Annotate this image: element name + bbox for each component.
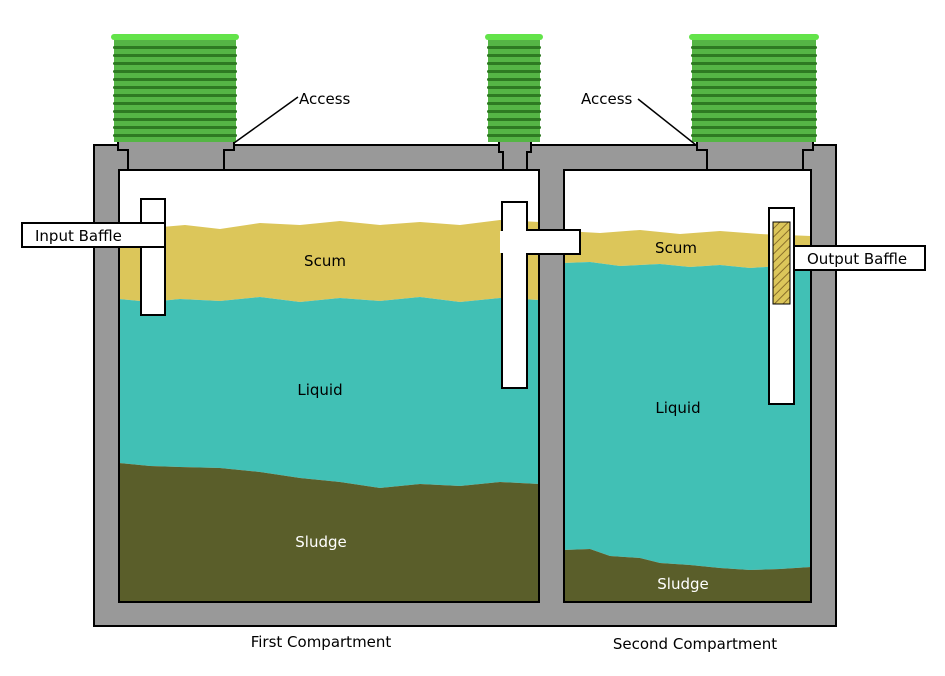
sludge-first-label: Sludge <box>295 533 346 551</box>
riser-rib <box>691 134 817 137</box>
riser-rib <box>113 70 237 73</box>
riser-cap <box>689 34 819 40</box>
riser-rib <box>113 78 237 81</box>
riser-rib <box>691 70 817 73</box>
riser-rib <box>113 46 237 49</box>
riser-rib <box>487 70 541 73</box>
liquid-second-label: Liquid <box>655 399 700 417</box>
riser-rib <box>691 86 817 89</box>
riser-rib <box>113 110 237 113</box>
riser-rib <box>487 118 541 121</box>
riser-rib <box>487 62 541 65</box>
riser-rib <box>113 102 237 105</box>
second-liquid-layer <box>564 262 811 570</box>
access-left-label: Access <box>299 90 351 108</box>
output-baffle-outlet <box>793 245 926 271</box>
liquid-first-label: Liquid <box>297 381 342 399</box>
riser-right <box>689 34 819 142</box>
access-lid-right <box>696 140 814 171</box>
riser-rib <box>487 126 541 129</box>
riser-rib <box>691 94 817 97</box>
riser-rib <box>487 94 541 97</box>
scum-second-label: Scum <box>655 239 697 257</box>
riser-left <box>111 34 239 142</box>
second-sludge-layer <box>564 549 811 602</box>
scum-first-label: Scum <box>304 252 346 270</box>
access-lid-left <box>117 140 235 171</box>
first-liquid-layer <box>119 297 539 488</box>
riser-rib <box>487 78 541 81</box>
input-baffle-label: Input Baffle <box>35 227 122 245</box>
first-sludge-layer <box>119 463 539 602</box>
second-scum-layer <box>564 230 811 268</box>
riser-rib <box>487 86 541 89</box>
riser-rib <box>487 46 541 49</box>
first-compartment-caption: First Compartment <box>251 633 392 651</box>
riser-rib <box>691 126 817 129</box>
riser-rib <box>691 62 817 65</box>
riser-rib <box>487 134 541 137</box>
riser-rib <box>113 86 237 89</box>
second-compartment-caption: Second Compartment <box>613 635 777 653</box>
first-compartment <box>118 169 540 603</box>
transfer-baffle-outlet <box>526 229 581 255</box>
transfer-baffle-pipe <box>501 201 528 389</box>
riser-rib <box>487 102 541 105</box>
riser-rib <box>691 46 817 49</box>
access-right-leader <box>637 98 697 146</box>
riser-rib <box>691 118 817 121</box>
output-baffle-label: Output Baffle <box>807 250 907 268</box>
access-lid-middle <box>498 140 532 171</box>
riser-rib <box>691 54 817 57</box>
riser-rib <box>691 102 817 105</box>
riser-rib <box>113 118 237 121</box>
riser-rib <box>691 78 817 81</box>
riser-rib <box>487 110 541 113</box>
access-left-leader <box>233 96 299 144</box>
riser-middle <box>485 34 543 142</box>
output-baffle-filter <box>772 221 791 305</box>
riser-rib <box>113 54 237 57</box>
riser-cap <box>485 34 543 40</box>
input-baffle-pipe <box>140 198 166 316</box>
sludge-second-label: Sludge <box>657 575 708 593</box>
riser-rib <box>113 62 237 65</box>
riser-rib <box>113 126 237 129</box>
access-right-label: Access <box>581 90 633 108</box>
input-baffle-inlet <box>21 222 166 248</box>
riser-rib <box>487 54 541 57</box>
riser-rib <box>113 94 237 97</box>
first-scum-layer <box>119 220 539 302</box>
riser-rib <box>691 110 817 113</box>
riser-cap <box>111 34 239 40</box>
riser-rib <box>113 134 237 137</box>
